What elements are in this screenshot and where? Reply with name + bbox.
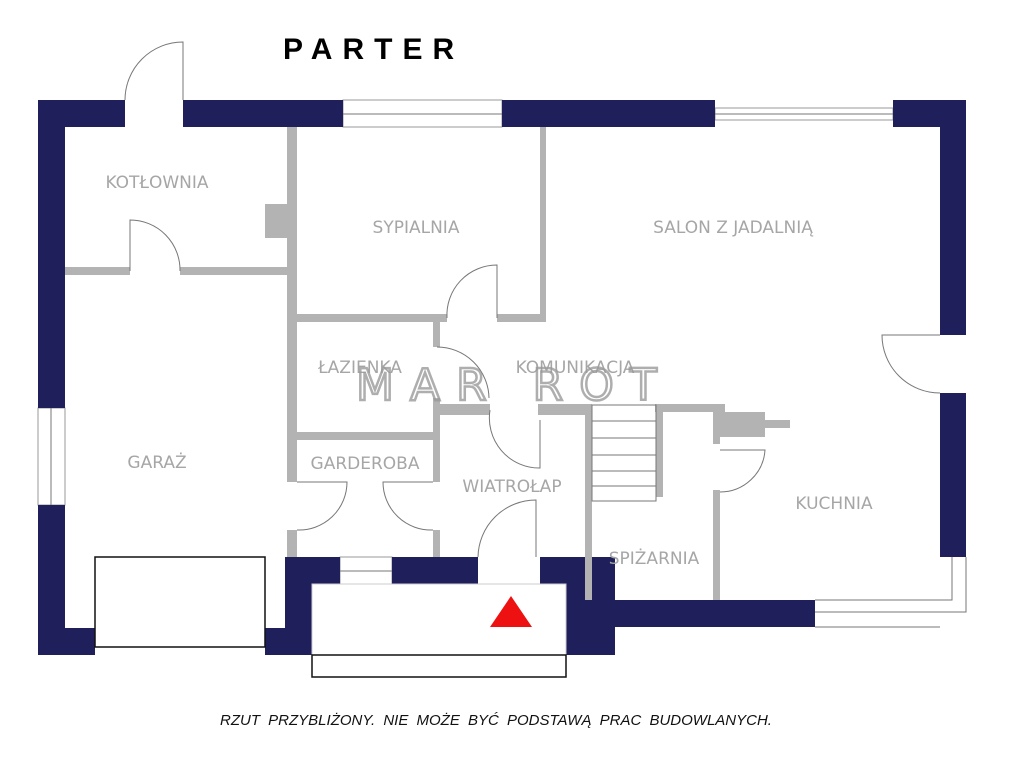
disclaimer-note: RZUT PRZYBLIŻONY. NIE MOŻE BYĆ PODSTAWĄ … [220, 712, 772, 729]
stairs [591, 404, 657, 502]
doors [124, 41, 941, 558]
inner-walls [65, 127, 790, 600]
room-label-garderoba: GARDEROBA [311, 454, 420, 474]
door-entrance [477, 499, 537, 558]
room-label-sypialnia: SYPIALNIA [373, 218, 460, 238]
plan-title: PARTER [283, 33, 464, 66]
outer-walls [38, 100, 966, 655]
porch [311, 583, 567, 656]
door-kotlownia [129, 219, 181, 272]
garage-door [94, 556, 266, 648]
room-label-wiatrolap: WIATROŁAP [462, 477, 561, 497]
windows [37, 99, 967, 628]
door-sypialnia [446, 264, 498, 319]
door-komunikacja [488, 409, 541, 469]
room-label-kotlownia: KOTŁOWNIA [105, 173, 208, 193]
watermark-logo: MAR ROT [356, 360, 673, 411]
door-garderoba-right [382, 481, 434, 531]
room-label-komunikacja: KOMUNIKACJA [516, 358, 635, 378]
door-kuchnia [719, 449, 766, 493]
room-label-lazienka: ŁAZIENKA [317, 358, 402, 378]
door-kotlownia-exterior [124, 41, 184, 101]
room-label-salon: SALON Z JADALNIĄ [653, 218, 813, 238]
door-lazienka [436, 346, 490, 399]
door-garderoba-left [296, 481, 348, 531]
room-label-spizarnia: SPIŻARNIA [609, 548, 700, 569]
room-label-garaz: GARAŻ [127, 452, 186, 473]
porch-step [311, 654, 567, 678]
room-label-kuchnia: KUCHNIA [795, 494, 873, 514]
door-terrace [881, 334, 941, 394]
entrance-marker-icon [490, 596, 532, 627]
